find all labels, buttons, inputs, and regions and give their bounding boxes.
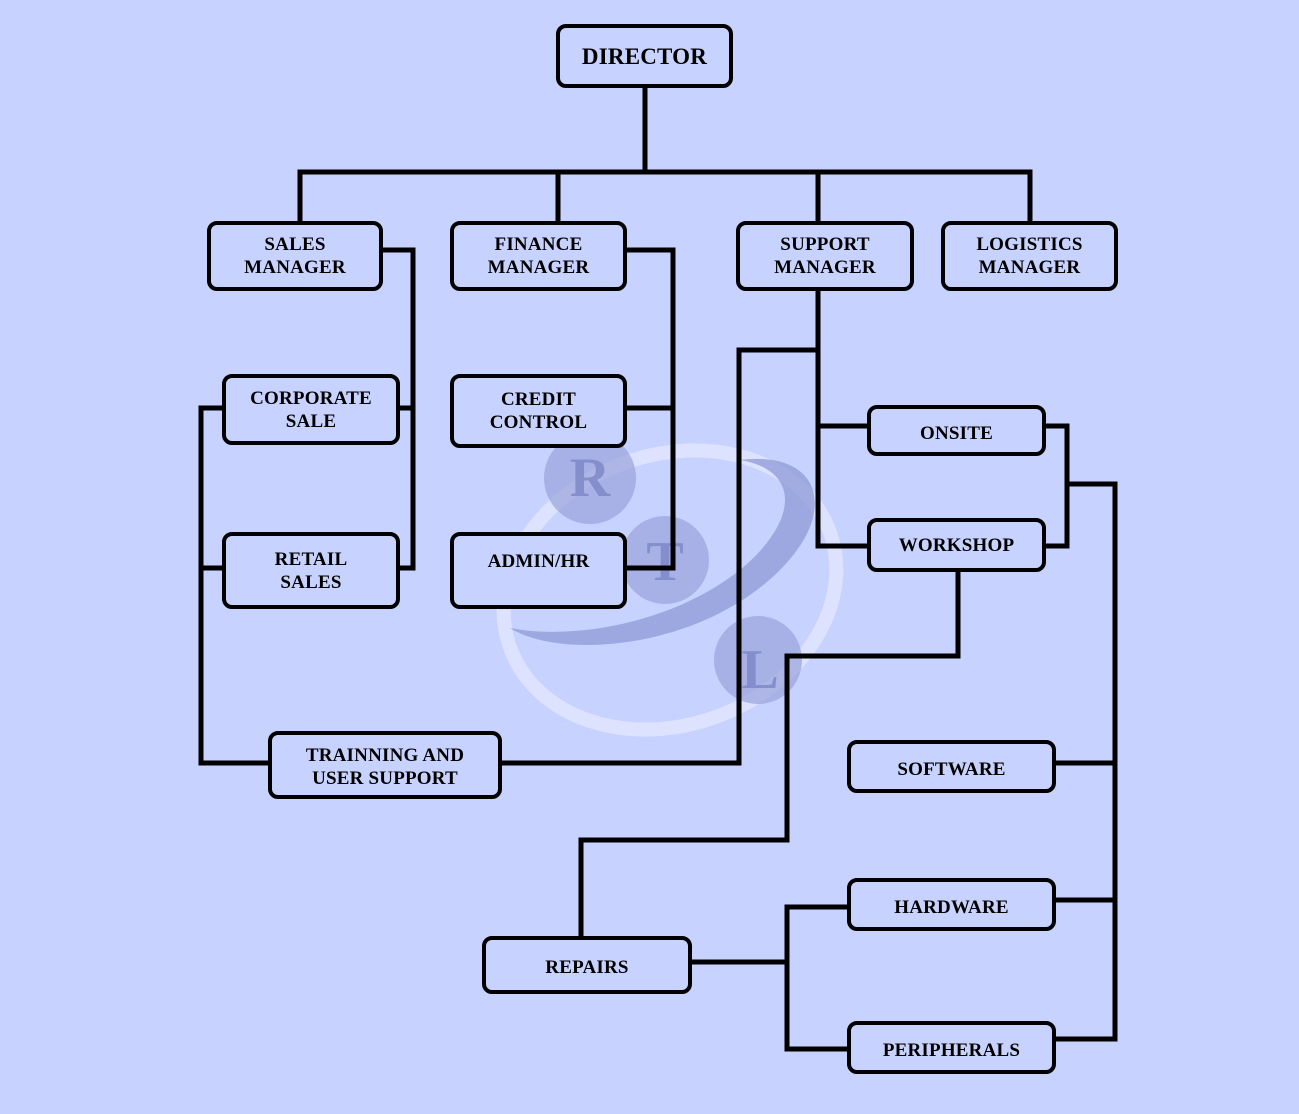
- connector-workshop-repairs: [578, 568, 961, 941]
- sales-manager-label-line2: MANAGER: [244, 257, 346, 278]
- logistics-manager-label-line1: LOGISTICS: [976, 234, 1083, 255]
- sales-manager-box: SALES MANAGER: [207, 221, 383, 291]
- repairs-label: REPAIRS: [545, 956, 629, 978]
- logistics-manager-box: LOGISTICS MANAGER: [941, 221, 1118, 291]
- software-label: SOFTWARE: [897, 759, 1006, 780]
- onsite-label: ONSITE: [919, 423, 993, 444]
- connector-sales-training-loop: [198, 405, 273, 766]
- software-box: SOFTWARE: [847, 740, 1056, 793]
- watermark-circle-t: [621, 516, 709, 604]
- training-user-support-box: TRAINNING AND USER SUPPORT: [268, 731, 502, 799]
- connector-hardware-peripherals-bracket: [784, 904, 852, 1052]
- connector-bracket-to-spine: [1064, 481, 1118, 1042]
- connector-support-down: [815, 287, 872, 549]
- repairs-box: REPAIRS: [482, 936, 692, 994]
- training-label-line2: USER SUPPORT: [312, 768, 458, 789]
- support-manager-label-line2: MANAGER: [774, 257, 876, 278]
- training-label-line1: TRAINNING AND: [305, 745, 465, 766]
- hardware-label: HARDWARE: [894, 897, 1009, 918]
- corporate-sale-box: CORPORATE SALE: [222, 374, 400, 445]
- peripherals-box: PERIPHERALS: [847, 1021, 1056, 1074]
- logistics-manager-label-line2: MANAGER: [978, 257, 1081, 278]
- connector-onsite-workshop-bracket: [1042, 423, 1070, 549]
- credit-control-box: CREDIT CONTROL: [450, 374, 627, 448]
- support-manager-box: SUPPORT MANAGER: [736, 221, 914, 291]
- finance-manager-label-line2: MANAGER: [487, 257, 590, 278]
- peripherals-label: PERIPHERALS: [882, 1040, 1021, 1061]
- finance-manager-box: FINANCE MANAGER: [450, 221, 627, 291]
- rtl-logo-watermark: R T L: [496, 432, 844, 737]
- watermark-letter-r: R: [570, 447, 611, 509]
- workshop-box: WORKSHOP: [867, 518, 1046, 572]
- retail-sales-label-line1: RETAIL: [274, 548, 348, 570]
- admin-hr-box: ADMIN/HR: [450, 532, 627, 609]
- watermark-letter-t: T: [646, 531, 683, 593]
- watermark-circle-r: [544, 432, 636, 524]
- connector-support-training: [498, 347, 821, 766]
- retail-sales-label-line2: SALES: [280, 571, 342, 593]
- sales-manager-label-line1: SALES: [264, 234, 326, 255]
- admin-hr-label: ADMIN/HR: [487, 551, 590, 572]
- director-box: DIRECTOR: [556, 24, 733, 88]
- director-label: DIRECTOR: [581, 43, 708, 69]
- corporate-sale-label-line2: SALE: [285, 410, 337, 432]
- hardware-box: HARDWARE: [847, 878, 1056, 931]
- credit-control-label-line2: CONTROL: [489, 412, 588, 433]
- connector-lines: [198, 85, 1118, 1052]
- finance-manager-label-line1: FINANCE: [494, 234, 583, 255]
- support-manager-label-line1: SUPPORT: [780, 234, 870, 255]
- retail-sales-box: RETAIL SALES: [222, 532, 400, 609]
- watermark-circle-l: [714, 616, 802, 704]
- workshop-label: WORKSHOP: [898, 534, 1015, 556]
- watermark-letter-l: L: [741, 639, 778, 701]
- credit-control-label-line1: CREDIT: [500, 389, 577, 410]
- onsite-box: ONSITE: [867, 405, 1046, 456]
- corporate-sale-label-line1: CORPORATE: [250, 387, 372, 409]
